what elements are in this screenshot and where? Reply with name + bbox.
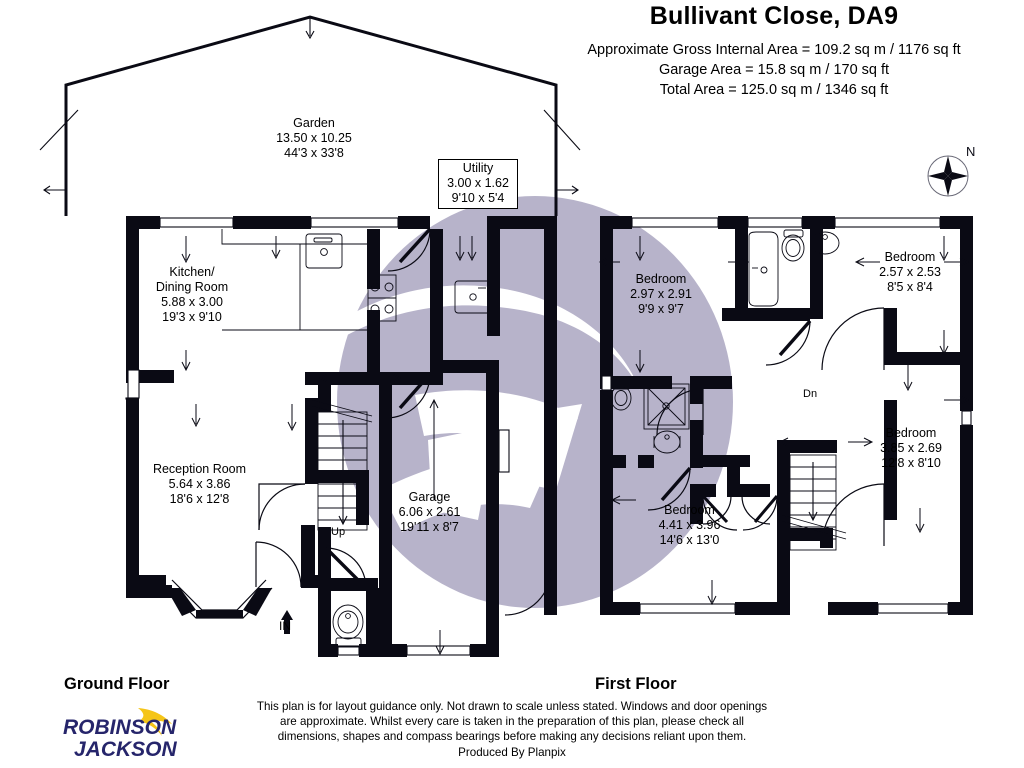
room-metric-kitchen: 5.88 x 3.00 bbox=[161, 295, 223, 309]
producer-credit: Produced By Planpix bbox=[458, 745, 566, 759]
first-floor-doors bbox=[647, 307, 885, 547]
ground-floor-walls bbox=[126, 216, 557, 657]
bath-icon bbox=[748, 231, 779, 307]
room-metric-garage: 6.06 x 2.61 bbox=[398, 505, 461, 519]
toilet-icon-ensuite bbox=[610, 382, 632, 411]
robinson-jackson-logo: ROBINSON JACKSON bbox=[63, 708, 178, 761]
toilet-icon-wc bbox=[332, 604, 364, 648]
room-label-utility: Utility 3.00 x 1.62 9'10 x 5'4 bbox=[438, 159, 518, 209]
compass-north-label: N bbox=[966, 144, 975, 159]
disclaimer-line-1: This plan is for layout guidance only. N… bbox=[256, 700, 768, 713]
kitchen-units bbox=[221, 229, 367, 331]
entrance-label: IN bbox=[279, 619, 291, 633]
stairs-up-label: Up bbox=[331, 526, 346, 538]
basin-icon-ensuite bbox=[653, 430, 681, 454]
room-label-garden: Garden 13.50 x 10.25 44'3 x 33'8 bbox=[234, 116, 394, 161]
sink-icon bbox=[305, 233, 343, 269]
room-metric-bedroom-1: 2.97 x 2.91 bbox=[630, 287, 692, 301]
room-name-utility: Utility bbox=[462, 161, 494, 175]
room-imperial-bedroom-4: 14'6 x 13'0 bbox=[659, 533, 720, 547]
hob-icon bbox=[367, 274, 397, 322]
room-label-bedroom-2: Bedroom 2.57 x 2.53 8'5 x 8'4 bbox=[855, 250, 965, 295]
area-summary: Approximate Gross Internal Area = 109.2 … bbox=[524, 40, 1024, 100]
room-imperial-bedroom-2: 8'5 x 8'4 bbox=[887, 280, 933, 294]
room-imperial-bedroom-1: 9'9 x 9'7 bbox=[638, 302, 684, 316]
room-name-kitchen-line2: Dining Room bbox=[155, 280, 229, 294]
basin-icon-bathroom bbox=[810, 231, 840, 255]
room-imperial-kitchen: 19'3 x 9'10 bbox=[162, 310, 222, 324]
room-label-bedroom-4: Bedroom 4.41 x 3.96 14'6 x 13'0 bbox=[632, 503, 747, 548]
logo-line-2: JACKSON bbox=[74, 738, 178, 761]
logo-line-1: ROBINSON bbox=[63, 716, 177, 739]
ground-floor-caption: Ground Floor bbox=[64, 675, 170, 693]
room-imperial-garage: 19'11 x 8'7 bbox=[400, 520, 459, 534]
first-floor-dimension-arrows bbox=[598, 236, 970, 606]
room-name-bedroom-1: Bedroom bbox=[635, 272, 687, 286]
stairs-up-arrow bbox=[338, 420, 348, 526]
disclaimer: This plan is for layout guidance only. N… bbox=[196, 699, 828, 760]
stairs-down-label: Dn bbox=[803, 388, 818, 400]
garden-dimension-ticks bbox=[39, 17, 581, 195]
room-metric-garden: 13.50 x 10.25 bbox=[276, 131, 352, 145]
first-floor-caption: First Floor bbox=[595, 675, 677, 693]
room-name-garden: Garden bbox=[293, 116, 335, 130]
stairs-down-arrow bbox=[808, 462, 818, 522]
room-metric-bedroom-4: 4.41 x 3.96 bbox=[658, 518, 721, 532]
gross-internal-area: Approximate Gross Internal Area = 109.2 … bbox=[587, 42, 961, 58]
room-name-bedroom-3: Bedroom bbox=[885, 426, 937, 440]
room-imperial-garden: 44'3 x 33'8 bbox=[284, 146, 344, 160]
first-floor-plan bbox=[598, 216, 973, 615]
room-label-bedroom-3: Bedroom 3.85 x 2.69 12'8 x 8'10 bbox=[855, 426, 967, 471]
room-label-reception: Reception Room 5.64 x 3.86 18'6 x 12'8 bbox=[132, 462, 267, 507]
entrance-arrow bbox=[281, 610, 293, 634]
first-floor-windows bbox=[601, 217, 972, 614]
logo-bird-icon bbox=[138, 708, 172, 736]
room-metric-bedroom-3: 3.85 x 2.69 bbox=[880, 441, 942, 455]
room-metric-bedroom-2: 2.57 x 2.53 bbox=[879, 265, 941, 279]
room-label-bedroom-1: Bedroom 2.97 x 2.91 9'9 x 9'7 bbox=[602, 272, 720, 317]
ground-floor-dimension-arrows bbox=[181, 236, 477, 656]
disclaimer-line-3: dimensions, shapes and compass bearings … bbox=[277, 730, 747, 744]
room-metric-reception: 5.64 x 3.86 bbox=[168, 477, 231, 491]
left-window bbox=[125, 397, 138, 400]
room-name-kitchen-line1: Kitchen/ bbox=[169, 265, 215, 279]
room-imperial-reception: 18'6 x 12'8 bbox=[169, 492, 230, 506]
total-area: Total Area = 125.0 sq m / 1346 sq ft bbox=[659, 82, 889, 98]
room-name-garage: Garage bbox=[408, 490, 451, 504]
page-title: Bullivant Close, DA9 bbox=[649, 2, 899, 30]
toilet-icon-bathroom bbox=[781, 229, 805, 262]
room-imperial-bedroom-3: 12'8 x 8'10 bbox=[881, 456, 941, 470]
disclaimer-line-2: are approximate. Whilst every care is ta… bbox=[280, 715, 744, 729]
utility-sink-icon bbox=[454, 280, 492, 314]
ground-floor-doors bbox=[255, 227, 552, 616]
room-name-bedroom-4: Bedroom bbox=[664, 503, 715, 517]
room-imperial-utility: 9'10 x 5'4 bbox=[451, 191, 505, 205]
room-label-kitchen-dining: Kitchen/ Dining Room 5.88 x 3.00 19'3 x … bbox=[126, 265, 258, 325]
room-name-reception: Reception Room bbox=[152, 462, 247, 476]
room-metric-utility: 3.00 x 1.62 bbox=[447, 176, 509, 190]
compass-rose-icon: N bbox=[927, 144, 975, 197]
shower-tray-icon bbox=[643, 383, 690, 430]
room-name-bedroom-2: Bedroom bbox=[884, 250, 936, 264]
ground-floor-plan bbox=[125, 216, 557, 657]
garage-area: Garage Area = 15.8 sq m / 170 sq ft bbox=[658, 62, 890, 78]
room-label-garage: Garage 6.06 x 2.61 19'11 x 8'7 bbox=[378, 490, 481, 535]
